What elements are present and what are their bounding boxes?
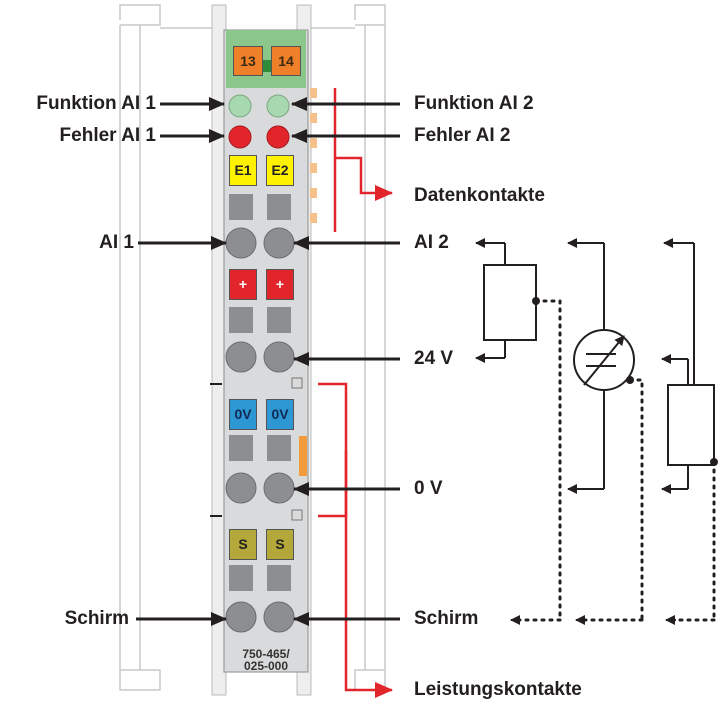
sensor-circuit-1	[475, 238, 562, 625]
power-contacts-bracket	[318, 382, 393, 698]
channel-tag-14: 14	[271, 46, 301, 76]
clamp-plus-left	[225, 341, 257, 373]
led-fehler-ai1	[228, 125, 252, 149]
channel-tag-13: 13	[233, 46, 263, 76]
clamp-0v-left	[225, 472, 257, 504]
clamp-s-left	[225, 601, 257, 633]
clamp-s-right	[263, 601, 295, 633]
label-fehler-ai1: Fehler AI 1	[59, 125, 156, 146]
terminal-tag-0v-left: 0V	[229, 399, 257, 430]
label-ai1: AI 1	[99, 232, 134, 253]
clamp-plus-right	[263, 341, 295, 373]
label-leistungskontakte: Leistungskontakte	[414, 679, 582, 700]
label-arrows	[136, 97, 400, 626]
led-funktion-ai2	[266, 94, 290, 118]
terminal-tag-s-left: S	[229, 529, 257, 560]
io-module	[210, 4, 317, 696]
part-number-line2: 025-000	[243, 659, 289, 673]
label-fehler-ai2: Fehler AI 2	[414, 125, 511, 146]
terminal-tag-s-right: S	[266, 529, 294, 560]
terminal-tag-plus-left: +	[229, 269, 257, 300]
din-rail-outline	[119, 4, 386, 691]
sensor-circuit-3	[661, 238, 718, 625]
clamp-ai2	[263, 227, 295, 259]
label-0v: 0 V	[414, 478, 443, 499]
label-ai2: AI 2	[414, 232, 449, 253]
label-schirm-right: Schirm	[414, 608, 479, 629]
terminal-tag-e2: E2	[266, 155, 294, 186]
sensor-circuit-2	[567, 238, 644, 625]
data-contacts-bracket	[333, 88, 393, 232]
led-funktion-ai1	[228, 94, 252, 118]
label-24v: 24 V	[414, 348, 454, 369]
led-fehler-ai2	[266, 125, 290, 149]
label-funktion-ai1: Funktion AI 1	[36, 93, 156, 114]
terminal-tag-e1: E1	[229, 155, 257, 186]
clamp-0v-right	[263, 472, 295, 504]
label-funktion-ai2: Funktion AI 2	[414, 93, 534, 114]
part-number-line1: 750-465/	[242, 647, 290, 661]
terminal-tag-plus-right: +	[266, 269, 294, 300]
clamp-ai1	[225, 227, 257, 259]
label-datenkontakte: Datenkontakte	[414, 185, 545, 206]
label-schirm-left: Schirm	[64, 608, 129, 629]
terminal-tag-0v-right: 0V	[266, 399, 294, 430]
